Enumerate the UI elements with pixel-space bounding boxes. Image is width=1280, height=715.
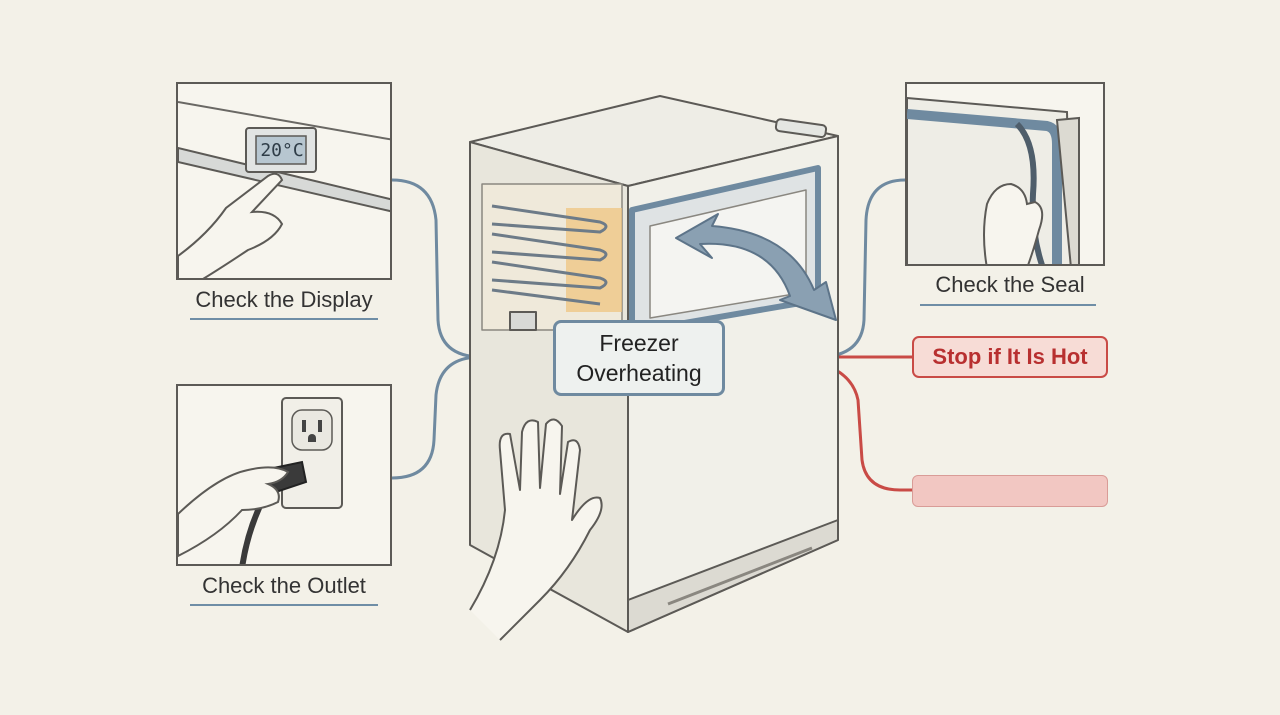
warning-stop-if-hot: Stop if It Is Hot [912,336,1108,378]
display-readout: 20°C [260,140,304,161]
finger-hand-icon [178,172,284,278]
freezer-top-button [774,118,828,139]
seal-illustration [907,96,1080,264]
caption-check-outlet: Check the Outlet [202,573,366,598]
freezer-base [627,519,839,633]
hand-plugging [178,466,290,558]
door-gasket [907,109,1062,264]
panel-check-outlet [176,384,392,566]
compressor-box [509,311,537,331]
panel-check-display: 20°C [176,82,392,280]
outlet-illustration [178,397,343,564]
caption-check-seal: Check the Seal [935,272,1085,297]
caption-underline-display [190,318,378,320]
caption-underline-outlet [190,604,378,606]
center-label-line1: Freezer [599,330,679,356]
center-label-line2: Overheating [576,360,702,386]
connector-outlet [390,355,482,480]
warning-empty-pill [912,475,1108,507]
panel-check-seal [905,82,1105,266]
display-illustration [178,101,390,278]
caption-underline-seal [920,304,1096,306]
connector-display [390,178,555,359]
center-node: Freezer Overheating [553,320,725,396]
hand-checking-seal [983,182,1044,264]
caption-check-display: Check the Display [195,287,373,312]
condenser-coils [491,204,608,306]
hand-touching-side [469,418,603,641]
airflow-arrow [675,213,837,321]
